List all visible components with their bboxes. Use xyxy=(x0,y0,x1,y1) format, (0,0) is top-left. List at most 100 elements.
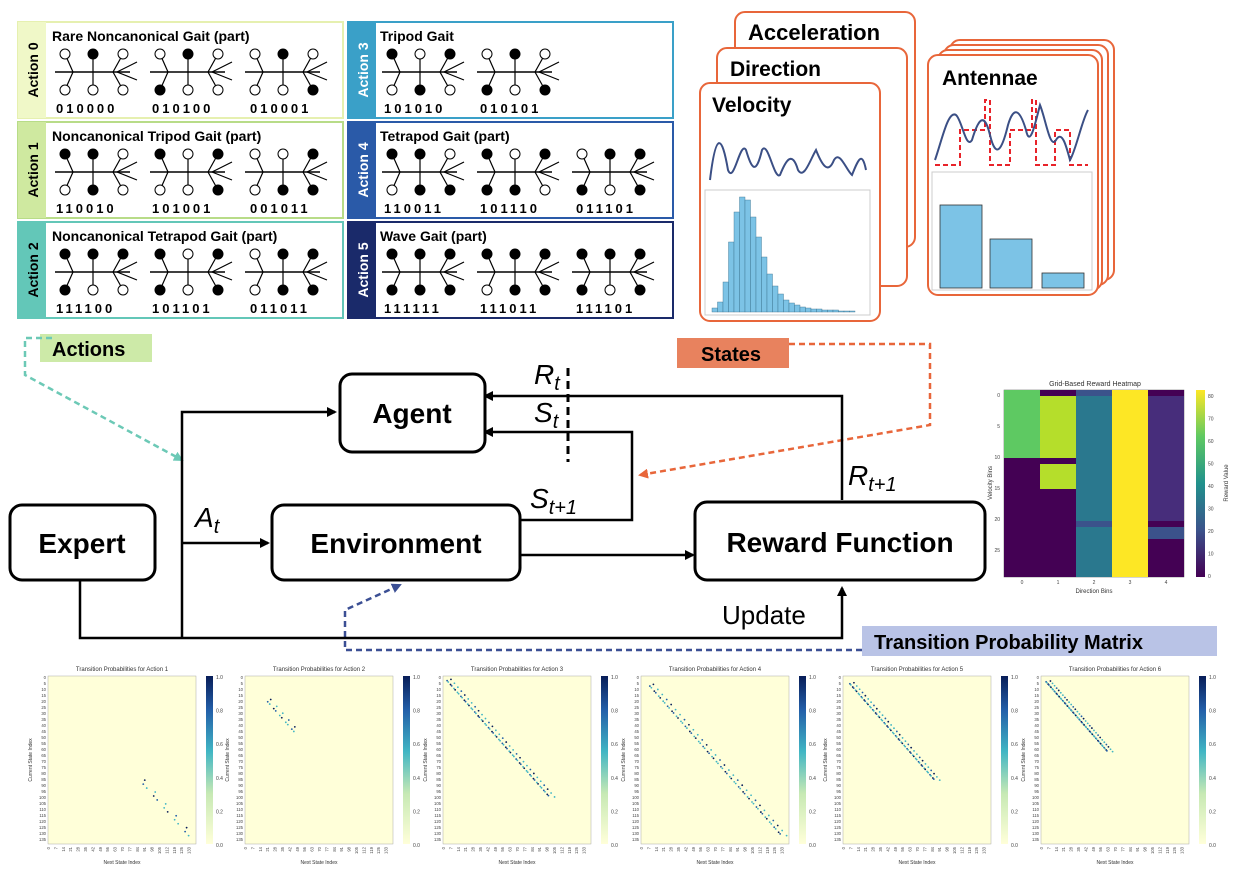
tpm-ytick: 105 xyxy=(632,801,640,806)
tpm-cbar-tick: 0.6 xyxy=(611,742,618,748)
transition-point xyxy=(938,779,941,782)
tpm-xtick: 91 xyxy=(537,846,542,851)
transition-point xyxy=(1064,696,1066,699)
transition-point xyxy=(781,829,784,832)
tpm-xtick: 63 xyxy=(1106,846,1111,851)
action-5-title: Wave Gait (part) xyxy=(380,228,487,244)
heatmap-cell xyxy=(1148,396,1184,521)
leg-contact-marker xyxy=(117,184,129,196)
leg-contact-marker xyxy=(604,284,616,296)
heatmap-cell xyxy=(1148,539,1184,577)
tpm-xtick: 56 xyxy=(302,846,307,851)
tpm-plot-title: Transition Probabilities for Action 6 xyxy=(1069,667,1162,673)
transition-point xyxy=(921,759,924,762)
leg-contact-marker xyxy=(59,184,71,196)
leg-contact-marker xyxy=(87,184,99,196)
tpm-colorbar xyxy=(403,676,410,844)
histogram-bar xyxy=(843,310,850,313)
heatmap-cell xyxy=(1040,458,1076,464)
transition-point xyxy=(1057,689,1060,692)
transition-point xyxy=(717,762,719,765)
gait-code: 010100 xyxy=(152,101,213,116)
transition-point xyxy=(755,806,758,808)
tpm-xtick: 126 xyxy=(974,846,979,854)
transition-point xyxy=(748,797,750,800)
transition-point xyxy=(1062,700,1065,703)
leg-contact-marker xyxy=(182,248,194,260)
transition-point xyxy=(1077,716,1079,719)
tpm-xtick: 63 xyxy=(113,846,118,851)
transition-point xyxy=(480,718,483,721)
heatmap-cell xyxy=(1040,390,1076,396)
tpm-ytick: 95 xyxy=(238,789,243,794)
transition-point xyxy=(754,799,757,802)
tpm-ytick: 115 xyxy=(1032,813,1039,818)
transition-point xyxy=(764,816,767,819)
transition-point xyxy=(887,720,890,723)
tpm-xtick: 70 xyxy=(317,846,322,851)
transition-point xyxy=(714,754,717,756)
leg-contact-marker xyxy=(87,48,99,60)
tpm-ytick: 110 xyxy=(1032,807,1039,812)
transition-point xyxy=(1093,735,1096,738)
gait-diagram xyxy=(150,48,233,96)
leg-contact-marker xyxy=(634,184,646,196)
reward-t-label: Rt xyxy=(534,359,561,395)
tpm-xtick: 56 xyxy=(105,846,110,851)
leg-contact-marker xyxy=(444,84,456,96)
transition-point xyxy=(725,772,728,775)
antennae-card-stack: Antennae xyxy=(927,39,1115,296)
tpm-ytick: 125 xyxy=(834,825,842,830)
transition-point xyxy=(498,733,501,736)
transition-point xyxy=(272,707,275,710)
transition-point xyxy=(654,691,657,694)
gait-diagram xyxy=(55,148,138,196)
tpm-cbar-tick: 0.4 xyxy=(1209,776,1216,782)
tpm-ytick: 95 xyxy=(436,789,441,794)
action-1-label: Action 1 xyxy=(25,142,41,197)
transition-point xyxy=(464,700,467,703)
tpm-xtick: 0 xyxy=(639,846,644,849)
tpm-xtick: 0 xyxy=(1039,846,1044,849)
leg-contact-marker xyxy=(307,184,319,196)
action-3-panel: Action 3 Tripod Gait 101010 010101 xyxy=(347,21,674,119)
transition-point xyxy=(692,728,695,731)
tpm-xtick: 63 xyxy=(508,846,513,851)
agent-label: Agent xyxy=(372,398,451,429)
transition-point xyxy=(924,768,927,771)
transition-point xyxy=(765,817,768,820)
tpm-xtick: 126 xyxy=(574,846,579,854)
antennae-threshold-line xyxy=(935,99,1088,166)
tpm-ytick: 10 xyxy=(41,687,46,692)
tpm-ytick: 30 xyxy=(436,711,441,716)
velocity-card: Velocity xyxy=(699,82,881,322)
transition-point xyxy=(1097,740,1100,743)
transition-point xyxy=(853,681,855,684)
tpm-ytick: 45 xyxy=(41,729,46,734)
transition-point xyxy=(702,745,705,748)
tpm-ytick: 135 xyxy=(434,837,442,842)
transition-point xyxy=(177,822,180,825)
gait-diagram xyxy=(477,48,560,96)
transition-point xyxy=(536,776,539,779)
tpm-xtick: 14 xyxy=(654,846,659,851)
transition-point xyxy=(1093,729,1095,732)
tpm-ytick: 5 xyxy=(637,681,640,686)
transition-point xyxy=(1079,719,1081,722)
histogram-bar xyxy=(816,308,823,313)
tpm-ytick: 15 xyxy=(436,693,441,698)
transition-point xyxy=(1088,724,1091,727)
tpm-ytick: 65 xyxy=(836,753,841,758)
tpm-xtick: 105 xyxy=(750,846,755,854)
transition-point xyxy=(164,803,167,805)
tpm-ytick: 50 xyxy=(1034,735,1039,740)
tpm-ytick: 35 xyxy=(41,717,46,722)
tpm-cbar-tick: 0.2 xyxy=(413,809,420,815)
tpm-xtick: 119 xyxy=(765,846,770,853)
transition-point xyxy=(530,775,533,777)
transition-point xyxy=(477,715,480,717)
tpm-xtick: 35 xyxy=(1076,846,1081,851)
leg-contact-marker xyxy=(576,248,588,260)
action-2-title: Noncanonical Tetrapod Gait (part) xyxy=(52,228,277,244)
